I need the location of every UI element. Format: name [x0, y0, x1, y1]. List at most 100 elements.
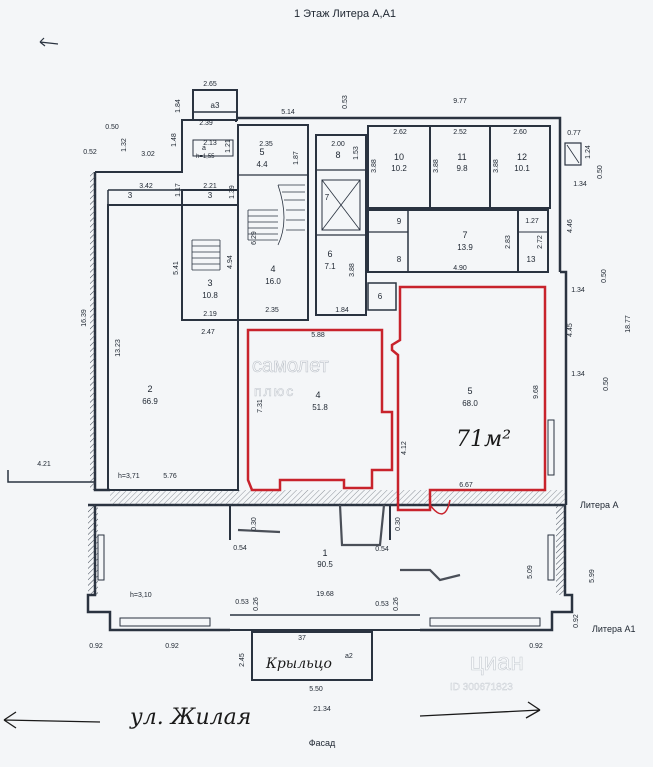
dimension-label: 1.84: [335, 307, 349, 314]
room-number: 2: [147, 384, 152, 394]
dimension-label: 1.24: [585, 145, 592, 159]
dimension-label: 1.27: [525, 218, 539, 225]
dimension-label: 37: [298, 635, 306, 642]
highlight-room-5: [390, 285, 547, 512]
room-number: 5: [467, 386, 472, 396]
dimension-label: 5.09: [527, 565, 534, 579]
dimension-label: 1.32: [121, 138, 128, 152]
highlighted-rooms: [246, 285, 547, 515]
small-label: 6: [378, 292, 383, 301]
porch-number: а2: [345, 653, 353, 660]
dimension-label: 0.54: [375, 546, 389, 553]
dimension-label: 1.39: [229, 185, 236, 199]
dimension-label: 2.47: [201, 329, 215, 336]
compass-arrow: [39, 37, 59, 47]
dimension-label: 4.46: [567, 219, 574, 233]
dimension-label: 0.54: [233, 545, 247, 552]
dimension-label: 0.53: [342, 95, 349, 109]
room-number: 7: [462, 230, 467, 240]
dimension-label: 2.62: [393, 129, 407, 136]
dimension-label: 1.84: [175, 99, 182, 113]
room-area: 10.8: [202, 291, 218, 300]
hatched-walls: [88, 172, 566, 595]
price-note: 71м²: [456, 427, 511, 452]
room-labels: 2 66.9 3 10.8 4 16.0 5 4.4 6 7.1 8 10 10…: [142, 101, 530, 569]
dimension-label: 2.19: [203, 311, 217, 318]
room-number: 4: [315, 390, 320, 400]
watermark-samolet: самолет плюс: [252, 355, 329, 400]
pencil-marks: [237, 504, 461, 582]
room-number: а3: [211, 101, 220, 110]
height-label: h=1,55: [196, 154, 215, 160]
dimension-label: 0.92: [165, 643, 179, 650]
dimension-label: 13.23: [115, 339, 122, 357]
dimension-label: 5.99: [589, 569, 596, 583]
dimension-label: 0.26: [393, 597, 400, 611]
dimension-label: 6.67: [459, 482, 473, 489]
watermark-cian: циан ID 300671823: [450, 649, 524, 694]
small-label: 8: [397, 255, 402, 264]
litera-a-label: Литера А: [580, 500, 618, 510]
dimension-label: 5.88: [311, 332, 325, 339]
dimension-label: 2.21: [203, 183, 217, 190]
dimension-label: 0.52: [83, 149, 97, 156]
dimension-label: 0.50: [597, 165, 604, 179]
room-area: 4.4: [256, 160, 268, 169]
dimension-label: 2.72: [537, 235, 544, 249]
room-number: 3: [207, 278, 212, 288]
small-label: 13: [527, 255, 536, 264]
dimension-label: 1.34: [571, 287, 585, 294]
dimension-label: 0.77: [567, 130, 581, 137]
dimension-label: 3.88: [349, 263, 356, 277]
dimension-label: 2.35: [265, 307, 279, 314]
watermark-id-text: ID 300671823: [450, 682, 513, 693]
dimension-label: 9.77: [453, 98, 467, 105]
room-area: 9.8: [456, 164, 468, 173]
right-arrow: [419, 701, 541, 719]
dimensions: 2.65 1.84 2.39 1.48 2.13 1.21 0.50 1.32 …: [37, 81, 632, 713]
room-number: а: [202, 145, 206, 152]
room-number: 6: [327, 249, 332, 259]
dimension-label: 0.92: [529, 643, 543, 650]
room-area: 10.1: [514, 164, 530, 173]
dimension-label: 0.50: [601, 269, 608, 283]
dimension-label: 0.50: [105, 124, 119, 131]
dimension-label: 19.68: [316, 591, 334, 598]
dimension-label: 1.17: [175, 183, 182, 197]
dimension-label: 4.94: [227, 255, 234, 269]
dimension-label: 2.65: [203, 81, 217, 88]
small-label: 7: [325, 193, 330, 202]
dimension-label: 2.83: [505, 235, 512, 249]
height-labels: h=3,71 h=3,10 h=1,55: [118, 154, 215, 599]
left-arrow: [3, 711, 101, 729]
dimension-label: 4.21: [37, 461, 51, 468]
room-number: 4: [270, 264, 275, 274]
room-area: 10.2: [391, 164, 407, 173]
dimension-label: 0.92: [573, 614, 580, 628]
dimension-label: 0.26: [253, 597, 260, 611]
room-number: 8: [335, 150, 340, 160]
room-area: 66.9: [142, 397, 158, 406]
dimension-label: 5.14: [281, 109, 295, 116]
dimension-label: 6.29: [251, 231, 258, 245]
plan-title: 1 Этаж Литера А,А1: [294, 8, 396, 20]
room-area: 68.0: [462, 399, 478, 408]
litera-a1-label: Литера А1: [592, 624, 635, 634]
room-number: 12: [517, 152, 527, 162]
height-label: h=3,71: [118, 473, 140, 480]
small-label: 3: [128, 191, 133, 200]
dimension-label: 1.21: [225, 139, 232, 153]
dimension-label: 0.50: [603, 377, 610, 391]
room-number: 10: [394, 152, 404, 162]
dimension-label: 0.30: [251, 517, 258, 531]
small-label: 9: [397, 217, 402, 226]
dimension-label: 3.88: [371, 159, 378, 173]
room-number: 1: [322, 548, 327, 558]
small-label: 3: [208, 191, 213, 200]
dimension-label: 2.13: [203, 140, 217, 147]
dimension-label: 3.88: [433, 159, 440, 173]
dimension-label: 5.50: [309, 686, 323, 693]
dimension-label: 1.53: [353, 146, 360, 160]
